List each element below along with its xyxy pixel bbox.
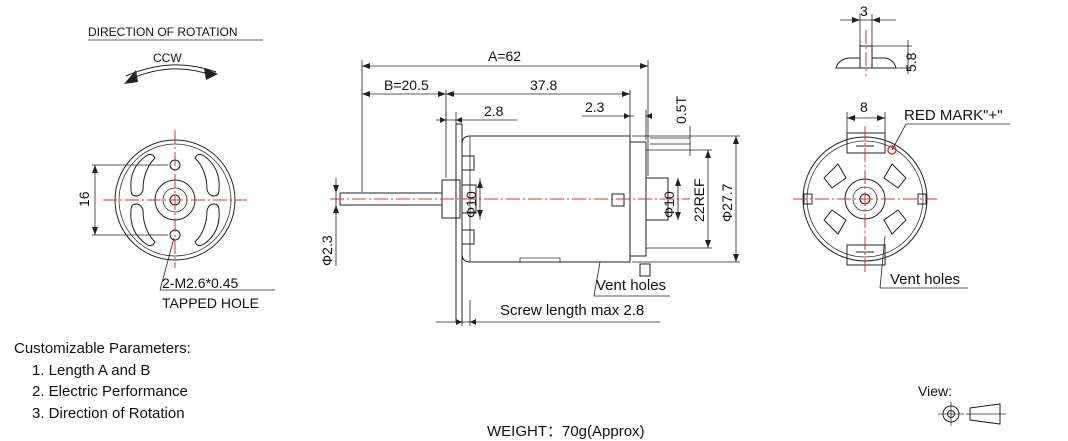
- side-view: [330, 60, 740, 326]
- rotation-direction: CCW: [153, 51, 182, 65]
- dim-3: 3: [860, 3, 868, 19]
- dim-2-8-left: 2.8: [484, 103, 504, 119]
- dim-0-5t: 0.5T: [673, 96, 689, 124]
- ccw-arrow-icon: [124, 64, 218, 84]
- tapped-hole-label-2: TAPPED HOLE: [162, 295, 259, 311]
- front-view: [92, 130, 275, 291]
- dim-phi-10-right: Φ10: [661, 191, 677, 218]
- list-item: 2. Electric Performance: [32, 383, 188, 400]
- tapped-hole-label: 2-M2.6*0.45: [162, 275, 238, 291]
- vent-holes-label: Vent holes: [596, 277, 666, 294]
- dim-8: 8: [860, 99, 868, 115]
- weight-label: WEIGHT：70g(Approx): [487, 423, 645, 440]
- dim-5-8: 5.8: [903, 52, 919, 72]
- rear-view: [793, 14, 1010, 289]
- rotation-title: DIRECTION OF ROTATION: [88, 25, 238, 39]
- rear-vent-holes-label: Vent holes: [890, 271, 960, 288]
- dim-b: B=20.5: [384, 77, 429, 93]
- view-label: View:: [918, 383, 952, 399]
- projection-symbol-icon: [938, 402, 1006, 426]
- dim-37-8: 37.8: [530, 77, 557, 93]
- dim-phi-27-7: Φ27.7: [719, 183, 735, 222]
- list-item: 1. Length A and B: [32, 361, 151, 379]
- dim-2-3: 2.3: [585, 99, 605, 115]
- dim-phi-10-left: Φ10: [463, 191, 479, 218]
- dim-16: 16: [76, 191, 92, 207]
- screw-length-label: Screw length max 2.8: [500, 302, 644, 319]
- dim-22ref: 22REF: [691, 178, 707, 222]
- notes-heading: Customizable Parameters:: [14, 340, 191, 357]
- customizable-parameters: Customizable Parameters: 1. Length A and…: [14, 338, 191, 424]
- red-mark-label: RED MARK"+": [904, 107, 1003, 124]
- dim-phi-2-3: Φ2.3: [319, 235, 335, 266]
- list-item: 3. Direction of Rotation: [32, 404, 185, 422]
- dim-a: A=62: [488, 48, 521, 64]
